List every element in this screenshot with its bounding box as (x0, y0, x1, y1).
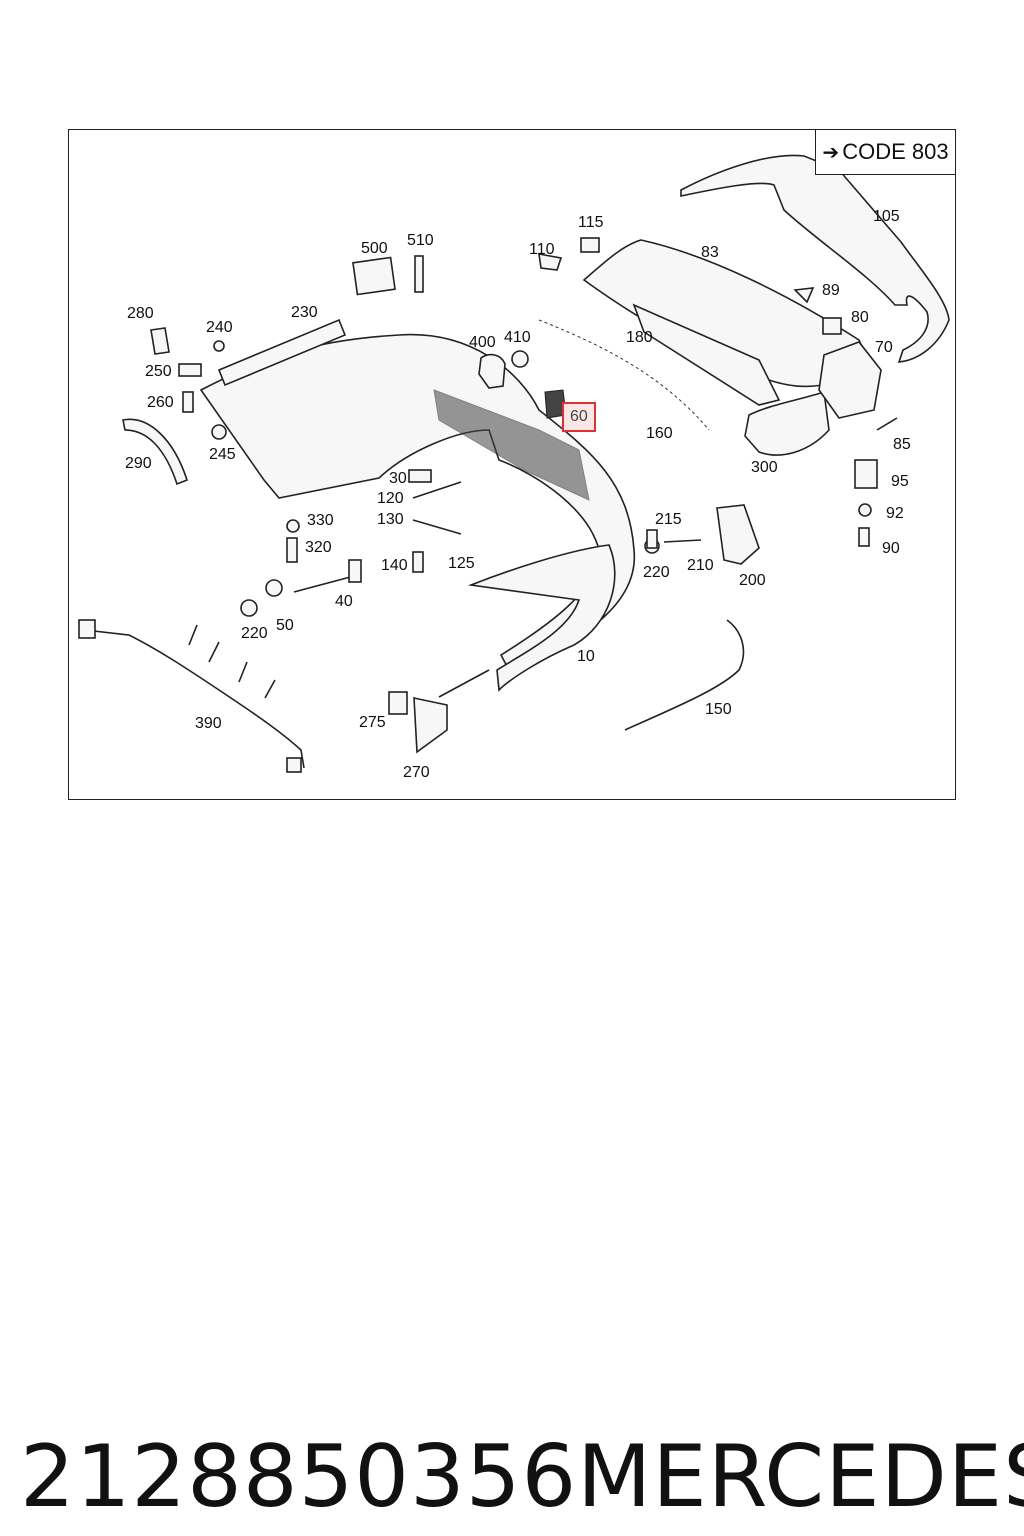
brand-name: MERCEDES (577, 1427, 1024, 1527)
part-240-washer-icon (213, 340, 225, 352)
part-500-flap (352, 256, 396, 296)
part-10-grille (433, 389, 590, 501)
callout-400: 400 (469, 334, 496, 351)
callout-280: 280 (127, 305, 154, 322)
part-120-bracket (412, 481, 462, 499)
part-260-screw-icon (182, 391, 194, 413)
part-50-washer-icon (265, 579, 283, 597)
callout-85: 85 (893, 436, 911, 453)
footer-caption: 2128850356 MERCEDES (20, 1422, 1024, 1532)
part-330-washer-icon (286, 519, 300, 533)
callout-30: 30 (389, 470, 407, 487)
part-110-clip-icon (538, 253, 563, 271)
callout-270: 270 (403, 764, 430, 781)
callout-210: 210 (687, 557, 714, 574)
callout-275: 275 (359, 714, 386, 731)
callout-200: 200 (739, 572, 766, 589)
callout-220-left: 220 (241, 625, 268, 642)
part-400-sensor (478, 353, 506, 389)
callout-70: 70 (875, 339, 893, 356)
callout-80: 80 (851, 309, 869, 326)
part-300-trim (744, 390, 830, 456)
part-140-screw-icon (412, 551, 424, 573)
callout-260: 260 (147, 394, 174, 411)
callout-330: 330 (307, 512, 334, 529)
callout-40: 40 (335, 593, 353, 610)
part-220-washer-icon (240, 599, 258, 617)
code-label-text: CODE 803 (842, 139, 949, 164)
callout-130: 130 (377, 511, 404, 528)
part-270-guide (413, 697, 448, 754)
callout-120: 120 (377, 490, 404, 507)
callout-95: 95 (891, 473, 909, 490)
callout-50: 50 (276, 617, 294, 634)
part-90-screw-icon (858, 527, 870, 547)
exploded-bumper-drawing (78, 154, 950, 773)
callout-290: 290 (125, 455, 152, 472)
callout-110: 110 (529, 241, 555, 258)
callout-160: 160 (646, 425, 673, 442)
callout-60-highlighted: 60 (562, 402, 596, 432)
part-230-strip (217, 318, 347, 387)
callout-320: 320 (305, 539, 332, 556)
harness-connector-icon (78, 619, 96, 639)
callout-220-right: 220 (643, 564, 670, 581)
part-280-clip-icon (150, 327, 170, 355)
part-85-pin (876, 417, 898, 431)
part-275-clip-icon (388, 691, 408, 715)
part-40-bolt (293, 575, 355, 593)
callout-390: 390 (195, 715, 222, 732)
part-70-bracket (818, 341, 882, 419)
callout-500: 500 (361, 240, 388, 257)
part-290-arch (122, 418, 188, 486)
part-115-clip-icon (580, 237, 600, 253)
part-210-bolt (663, 539, 702, 543)
callout-230: 230 (291, 304, 318, 321)
part-160-lip (538, 319, 710, 431)
callout-215: 215 (655, 511, 682, 528)
callout-180: 180 (626, 329, 653, 346)
part-320-screw-icon (286, 537, 298, 563)
part-number: 2128850356 (20, 1427, 578, 1527)
part-410-ring (511, 350, 529, 368)
callout-89: 89 (822, 282, 840, 299)
callout-150: 150 (705, 701, 732, 718)
callout-10: 10 (577, 648, 595, 665)
code-803-label: ➔ CODE 803 (815, 130, 955, 175)
part-92-washer-icon (858, 503, 872, 517)
callout-245: 245 (209, 446, 236, 463)
callout-250: 250 (145, 363, 172, 380)
part-130-bracket (412, 519, 462, 535)
part-150-strip (624, 619, 745, 731)
callout-115: 115 (578, 214, 604, 231)
part-200-bracket (716, 504, 760, 565)
callout-140: 140 (381, 557, 408, 574)
callout-105: 105 (873, 208, 900, 225)
part-250-clip-icon (178, 363, 202, 377)
callout-83: 83 (701, 244, 719, 261)
parts-diagram: ➔ CODE 803 105 115 83 110 500 510 89 80 … (68, 129, 956, 800)
part-180-strip (632, 303, 781, 406)
part-390-harness (84, 629, 305, 769)
callout-510: 510 (407, 232, 434, 249)
part-215-clip-icon (646, 529, 658, 549)
callout-90: 90 (882, 540, 900, 557)
part-510-pin (414, 255, 424, 293)
callout-300: 300 (751, 459, 778, 476)
part-89-clip-icon (793, 287, 815, 304)
part-10-bumper-lower (467, 544, 616, 692)
callout-240: 240 (206, 319, 233, 336)
arrow-right-icon: ➔ (822, 141, 840, 164)
callout-125: 125 (448, 555, 475, 572)
callout-410: 410 (504, 329, 531, 346)
part-80-clip-icon (822, 317, 842, 335)
part-30-clip-icon (408, 469, 432, 483)
part-245-nut-icon (211, 424, 227, 440)
callout-92: 92 (886, 505, 904, 522)
part-95-clip-icon (854, 459, 878, 489)
